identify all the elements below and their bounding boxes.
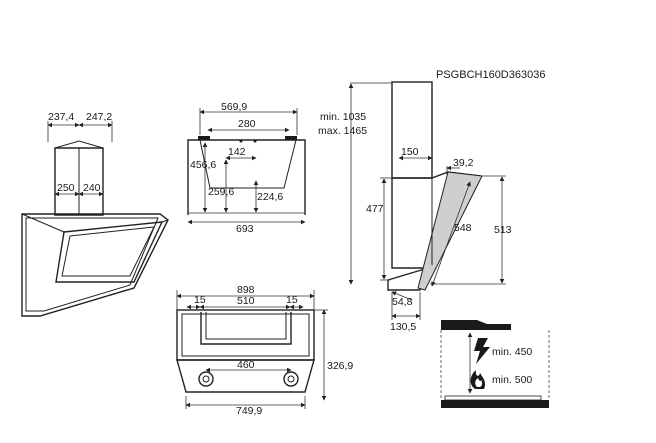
dim-chimney-width: 150 — [401, 146, 419, 158]
gas-clearance: min. 500 — [492, 374, 532, 386]
dim-right-margin: 15 — [286, 294, 298, 306]
max-height-label: max. 1465 — [318, 125, 367, 137]
bracket-view: 569,9 280 456,6 142 259,6 224,6 693 — [187, 101, 306, 235]
min-height-label: min. 1035 — [320, 111, 366, 123]
dim-front-width: 749,9 — [236, 405, 262, 417]
product-code: PSGBCH160D363036 — [436, 69, 545, 81]
dim-depth: 326,9 — [327, 360, 353, 372]
right-knob — [283, 371, 299, 387]
dim-total-depth: 513 — [494, 224, 512, 236]
dim-top-total: 898 — [237, 284, 255, 296]
top-view: 898 15 510 15 460 326,9 749,9 — [176, 284, 353, 417]
dim-bottom-width: 693 — [236, 223, 254, 235]
clearance-view: min. 450 min. 500 — [440, 320, 550, 408]
dim-left-margin: 15 — [194, 294, 206, 306]
dim-bottom-depth: 130,5 — [390, 321, 416, 333]
dim-body-height: 477 — [366, 203, 384, 215]
dim-knob-spacing: 460 — [237, 359, 255, 371]
dim-height-b: 259,6 — [208, 186, 234, 198]
dim-offset: 142 — [228, 146, 246, 158]
dim-glass-length: 548 — [454, 222, 472, 234]
flame-icon — [470, 370, 486, 389]
dim-chimney-inner-right: 240 — [83, 182, 101, 194]
dim-angle-offset: 39,2 — [453, 157, 474, 169]
dim-chimney-left: 237,4 — [48, 111, 74, 123]
profile-view: min. 1035 max. 1465 150 39,2 477 548 513… — [318, 81, 512, 333]
dim-height-a: 456,6 — [190, 159, 216, 171]
dim-height-c: 224,6 — [257, 191, 283, 203]
dim-bottom-gap: 54,8 — [392, 296, 413, 308]
dim-inner-width-top: 510 — [237, 295, 255, 307]
electric-clearance: min. 450 — [492, 346, 532, 358]
lightning-icon — [474, 338, 490, 364]
hood-perspective-view: 237,4 247,2 250 240 — [21, 111, 169, 317]
left-knob — [198, 371, 214, 387]
dim-total-width: 569,9 — [221, 101, 247, 113]
dim-chimney-right: 247,2 — [86, 111, 112, 123]
dim-chimney-inner-left: 250 — [57, 182, 75, 194]
dim-inner-width: 280 — [238, 118, 256, 130]
